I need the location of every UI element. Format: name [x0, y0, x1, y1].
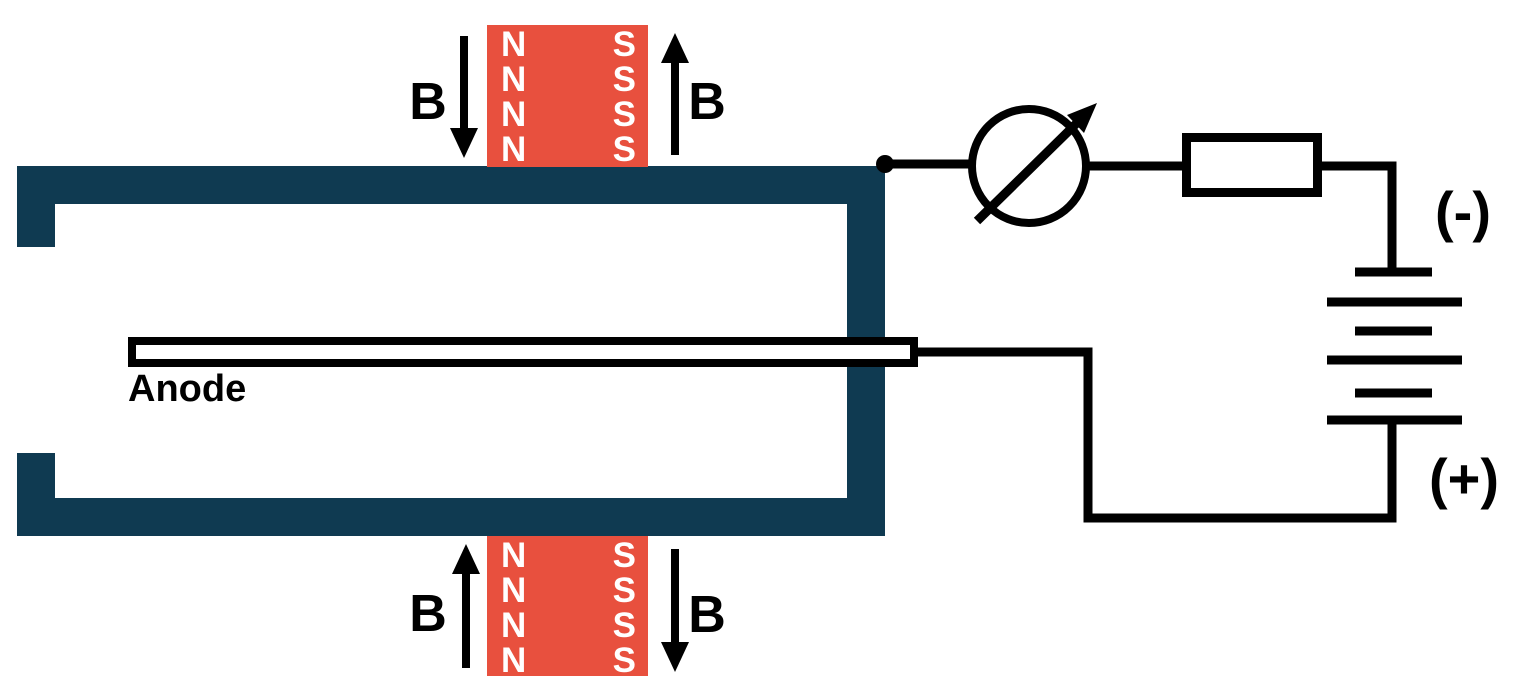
anode-rod: [128, 337, 918, 367]
resistor: [1182, 133, 1322, 197]
cathode-tube-bottom-wall: [17, 498, 885, 536]
pole-letter: N: [501, 641, 527, 680]
pole-letter: S: [612, 606, 636, 645]
pole-letter: S: [612, 130, 636, 169]
pole-letter: N: [501, 25, 527, 64]
pole-letter: N: [501, 60, 527, 99]
arrow-head-icon: [452, 544, 480, 574]
pole-letter: S: [612, 571, 636, 610]
junction-dot: [876, 155, 894, 173]
pole-letter: N: [501, 130, 527, 169]
bottom-magnet: N N N N S S S S: [487, 536, 648, 678]
arrow-head-icon: [450, 128, 478, 158]
pole-letter: S: [612, 641, 636, 680]
pole-letter: N: [501, 606, 527, 645]
anode-label: Anode: [128, 368, 247, 410]
wire-resistor-to-battery-negative: [1318, 161, 1397, 270]
meter-arrow-head-icon: [1067, 103, 1097, 133]
field-arrow-bottom-right-down: [661, 549, 689, 672]
pole-letter: S: [612, 536, 636, 575]
pole-letter: N: [501, 95, 527, 134]
negative-terminal-label: (-): [1435, 180, 1491, 243]
cathode-tube-left-wall-lower: [17, 453, 55, 536]
b-field-label-top-left: B: [409, 73, 447, 131]
positive-terminal-label: (+): [1429, 447, 1499, 510]
field-arrow-top-right-up: [661, 33, 689, 155]
cathode-tube-top-wall: [17, 166, 885, 204]
field-arrow-top-left-down: [450, 36, 478, 158]
battery: [1327, 267, 1462, 425]
field-arrow-bottom-left-up: [452, 544, 480, 668]
pole-letter: S: [612, 25, 636, 64]
b-field-label-bottom-right: B: [688, 586, 726, 644]
cathode-tube-left-wall-upper: [17, 166, 55, 247]
meter-arrow-shaft: [973, 114, 1086, 225]
wire-battery-positive-to-anode: [918, 347, 1397, 523]
top-magnet-south-pole: S S S S: [612, 25, 636, 169]
pole-letter: N: [501, 571, 527, 610]
pole-letter: N: [501, 536, 527, 575]
top-magnet: N N N N S S S S: [487, 25, 648, 167]
arrow-head-icon: [661, 642, 689, 672]
bottom-magnet-north-pole: N N N N: [501, 536, 527, 678]
pole-letter: S: [612, 60, 636, 99]
meter: [968, 103, 1097, 227]
b-field-label-bottom-left: B: [409, 585, 447, 643]
pole-letter: S: [612, 95, 636, 134]
arrow-head-icon: [661, 33, 689, 63]
bottom-magnet-south-pole: S S S S: [612, 536, 636, 678]
b-field-label-top-right: B: [688, 73, 726, 131]
top-magnet-north-pole: N N N N: [501, 25, 527, 169]
